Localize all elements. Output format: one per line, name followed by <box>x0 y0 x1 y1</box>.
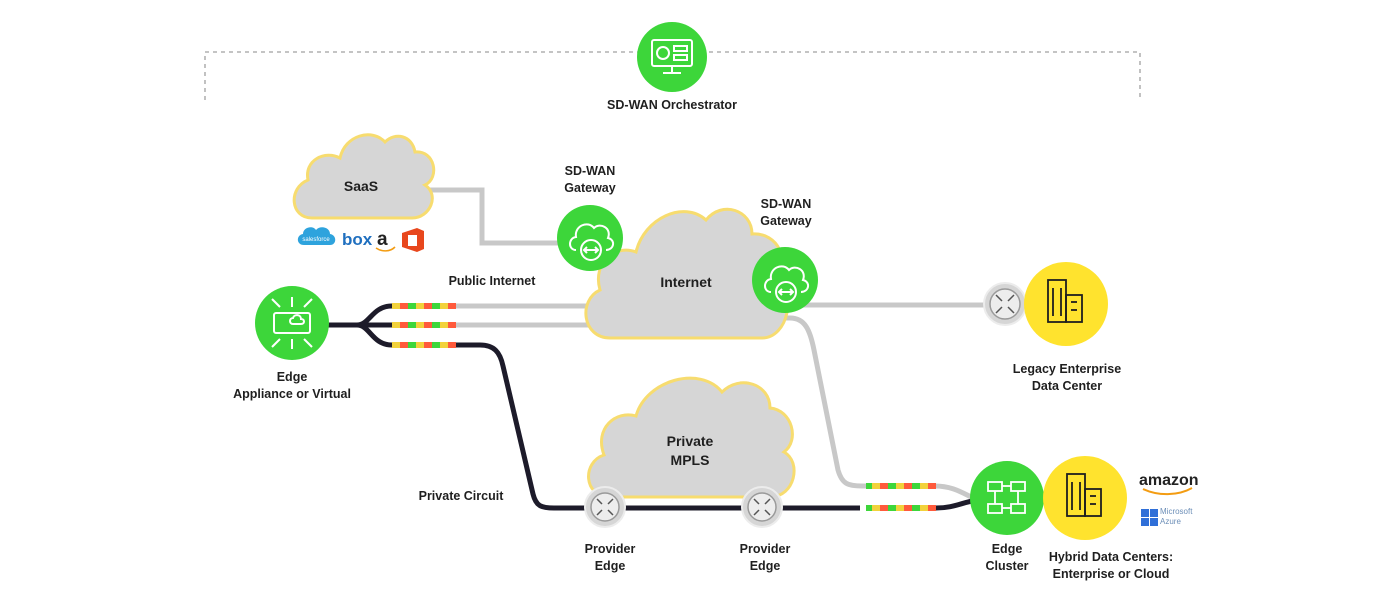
stripe-cluster-top <box>866 483 936 489</box>
microsoft-brand: Microsoft Azure <box>1160 507 1192 527</box>
edge-line1: Edge <box>276 370 308 384</box>
orchestrator-label: SD-WAN Orchestrator <box>607 98 737 112</box>
microsoft-line2: Azure <box>1160 517 1181 526</box>
hybrid-dc-line1: Hybrid Data Centers: <box>1048 550 1174 564</box>
saas-logos: salesforce box a <box>297 227 424 252</box>
gateway-right-line2: Gateway <box>760 214 812 228</box>
stripe-cluster-bot <box>866 505 936 511</box>
private-circuit-label: Private Circuit <box>418 489 504 503</box>
edge-node[interactable] <box>255 286 329 360</box>
legacy-dc-line1: Legacy Enterprise <box>1012 362 1122 376</box>
stripe-mid <box>392 322 456 328</box>
gateway-right-label: SD-WAN Gateway <box>746 196 826 230</box>
gateway-left-label: SD-WAN Gateway <box>550 163 630 197</box>
building-icon <box>1066 473 1102 517</box>
provider-edge-right-line2: Edge <box>749 559 781 573</box>
gateway-left-line2: Gateway <box>564 181 616 195</box>
building-icon <box>1047 279 1083 323</box>
edge-line2: Appliance or Virtual <box>233 387 351 401</box>
provider-edge-right-line1: Provider <box>739 542 791 556</box>
orchestrator-node[interactable] <box>637 22 707 92</box>
mpls-label: Private MPLS <box>640 432 740 470</box>
salesforce-logo: salesforce <box>297 227 336 245</box>
legacy-dc-label: Legacy Enterprise Data Center <box>1000 361 1134 395</box>
edge-cluster-line1: Edge <box>991 542 1023 556</box>
gateway-left-line1: SD-WAN <box>564 164 616 178</box>
edge-cluster-node[interactable] <box>970 461 1044 535</box>
edge-branch-top <box>356 303 393 328</box>
mpls-line1: Private <box>666 433 714 449</box>
saas-link <box>425 187 560 246</box>
amazon-smile-icon <box>375 246 396 252</box>
gateway-right-node[interactable] <box>752 247 818 313</box>
legacy-dc-line2: Data Center <box>1031 379 1103 393</box>
provider-edge-right-node[interactable] <box>741 486 783 528</box>
office-icon <box>402 228 424 252</box>
legacy-dc-node[interactable] <box>1024 262 1108 346</box>
provider-edge-left-line2: Edge <box>594 559 626 573</box>
gateway-cloud-icon <box>569 223 614 261</box>
stripe-bot <box>392 342 456 348</box>
provider-edge-right-label: Provider Edge <box>725 541 805 575</box>
salesforce-text: salesforce <box>302 237 330 243</box>
edge-appliance-icon <box>271 297 313 349</box>
hybrid-dc-line2: Enterprise or Cloud <box>1052 567 1170 581</box>
legacy-router-node[interactable] <box>983 282 1027 326</box>
router-arrows-icon <box>995 294 1015 314</box>
internet-label: Internet <box>660 274 712 290</box>
hybrid-dc-node[interactable] <box>1043 456 1127 540</box>
mpls-line2: MPLS <box>670 452 710 468</box>
internet-cluster-link <box>765 315 979 503</box>
private-circuit-line <box>456 342 860 511</box>
gateway-left-node[interactable] <box>557 205 623 271</box>
saas-label: SaaS <box>343 178 379 194</box>
edge-cluster-label: Edge Cluster <box>972 541 1042 575</box>
microsoft-line1: Microsoft <box>1160 507 1193 516</box>
amazon-a-logo: a <box>377 229 388 250</box>
amazon-smile-icon <box>1142 487 1193 496</box>
dashboard-icon <box>651 39 693 74</box>
edge-cluster-line2: Cluster <box>985 559 1029 573</box>
edge-label: Edge Appliance or Virtual <box>212 369 372 403</box>
amazon-brand: amazon <box>1139 472 1199 489</box>
gateway-cloud-icon <box>764 265 809 303</box>
cluster-icon <box>987 481 1026 514</box>
router-arrows-icon <box>753 498 771 516</box>
azure-logo <box>1141 509 1158 526</box>
edge-branch-bot <box>356 322 393 348</box>
gateway-right-line1: SD-WAN <box>760 197 812 211</box>
provider-edge-left-line1: Provider <box>584 542 636 556</box>
box-logo: box <box>342 230 373 249</box>
mpls-cloud <box>587 376 796 499</box>
public-internet-label: Public Internet <box>448 274 536 288</box>
saas-cloud <box>292 133 436 220</box>
provider-edge-left-label: Provider Edge <box>570 541 650 575</box>
router-arrows-icon <box>596 498 614 516</box>
hybrid-dc-label: Hybrid Data Centers: Enterprise or Cloud <box>1036 549 1186 583</box>
provider-edge-left-node[interactable] <box>584 486 626 528</box>
stripe-top <box>392 303 456 309</box>
